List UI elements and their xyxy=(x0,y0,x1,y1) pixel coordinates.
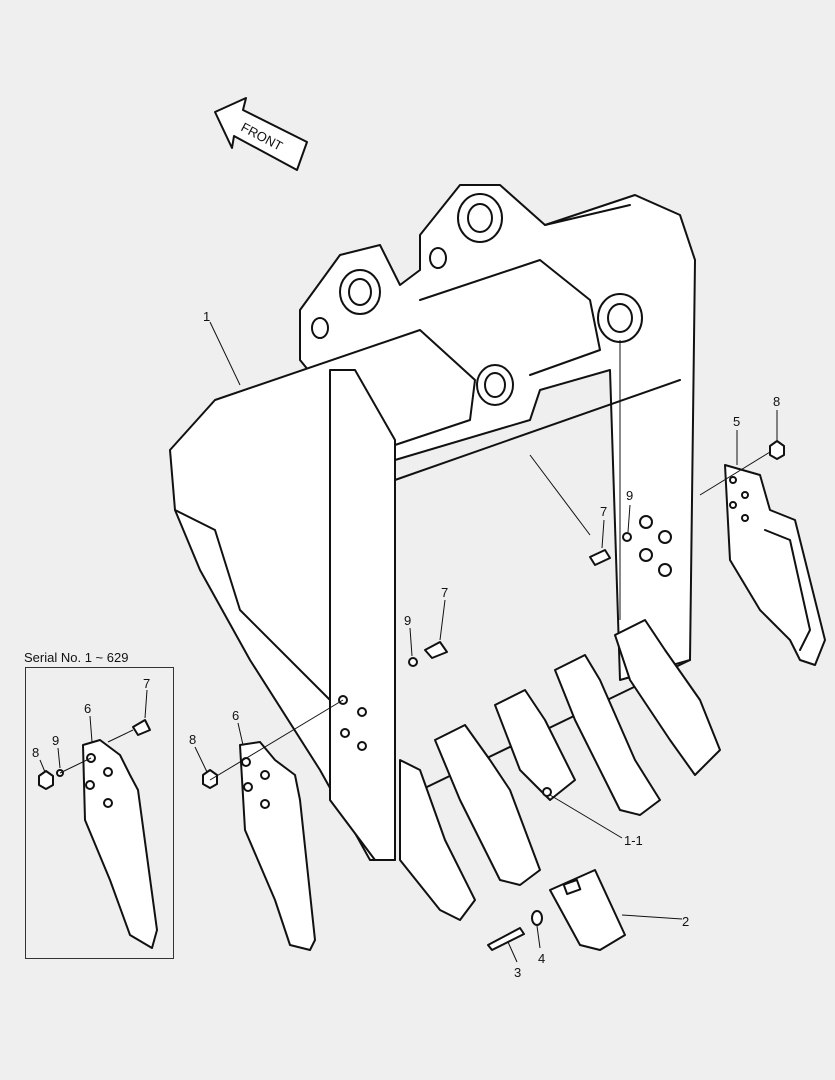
hardware xyxy=(38,440,785,951)
callout-9-inset: 9 xyxy=(52,733,59,748)
callout-5: 5 xyxy=(733,414,740,429)
callout-1-1: 1-1 xyxy=(624,833,643,848)
callout-7: 7 xyxy=(600,504,607,519)
side-cutters xyxy=(82,464,826,951)
inset-frame xyxy=(25,667,174,959)
callout-9: 9 xyxy=(404,613,411,628)
callout-9: 9 xyxy=(626,488,633,503)
callout-1: 1 xyxy=(203,309,210,324)
callout-3: 3 xyxy=(514,965,521,980)
leader-lines xyxy=(39,321,778,963)
callout-4: 4 xyxy=(538,951,545,966)
bucket-teeth xyxy=(399,619,721,951)
inset-title: Serial No. 1 ~ 629 xyxy=(24,650,129,665)
bucket xyxy=(169,184,696,861)
callout-7: 7 xyxy=(441,585,448,600)
callout-8: 8 xyxy=(189,732,196,747)
callout-labels: 1 1-1 2 3 4 5 6 6 7 7 7 8 8 8 9 9 9 xyxy=(32,309,780,980)
callout-6-inset: 6 xyxy=(84,701,91,716)
callout-6: 6 xyxy=(232,708,239,723)
callout-2: 2 xyxy=(682,914,689,929)
callout-8: 8 xyxy=(773,394,780,409)
front-arrow-icon: FRONT xyxy=(214,97,308,171)
callout-8-inset: 8 xyxy=(32,745,39,760)
callout-7-inset: 7 xyxy=(143,676,150,691)
